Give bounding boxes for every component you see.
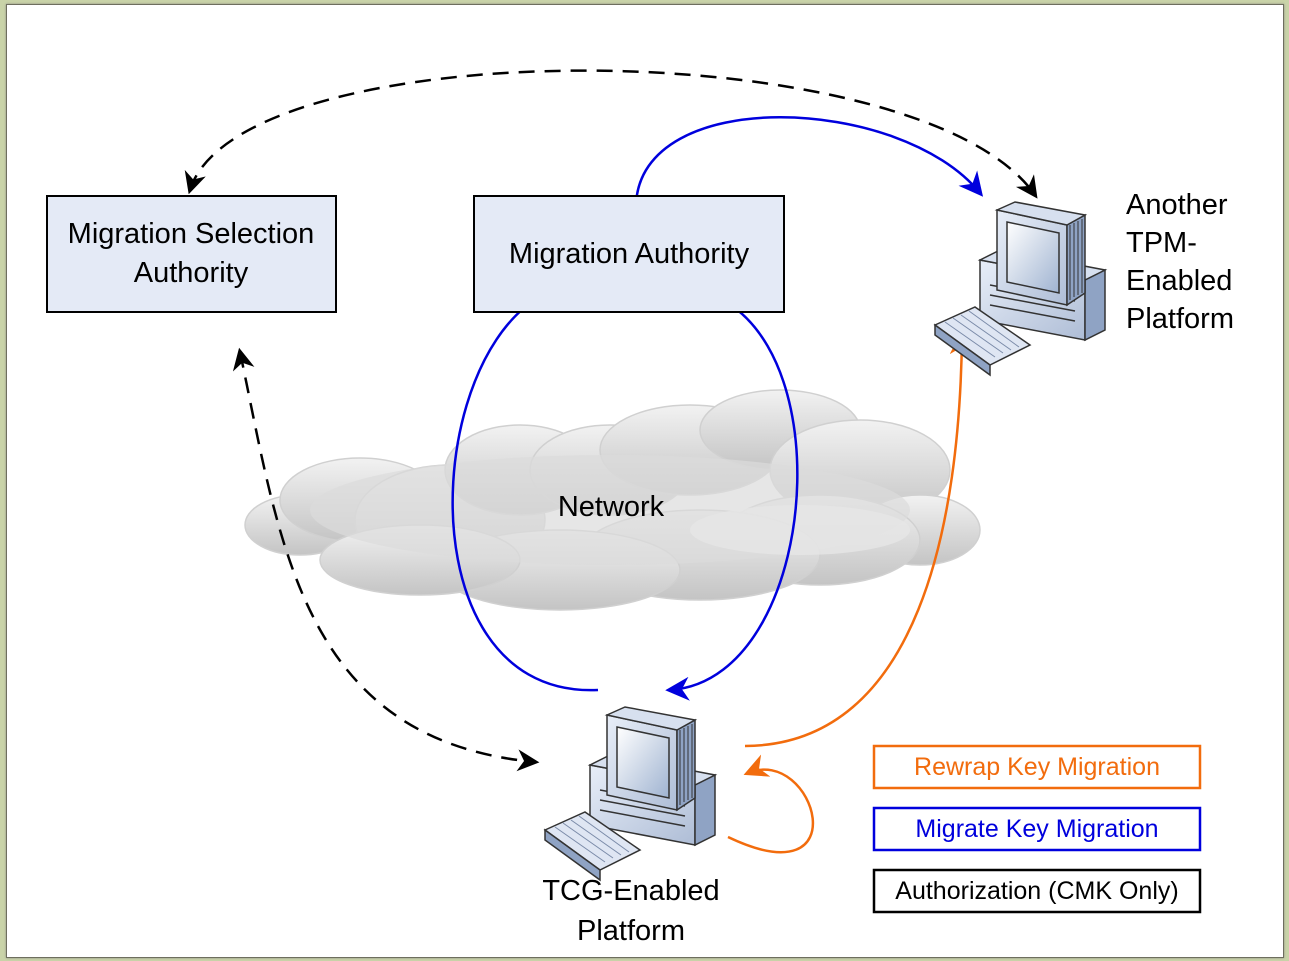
- another-platform-label-line1: Another: [1126, 189, 1228, 221]
- ma-label: Migration Authority: [509, 238, 750, 270]
- rewrap-arrow-tcg-to-another: [744, 330, 974, 748]
- another-platform-computer-icon: [933, 201, 1108, 377]
- rewrap-arrow-self-loop: [727, 754, 815, 854]
- migration-selection-authority-node: Migration Selection Authority: [46, 195, 337, 313]
- another-platform-label-line3: Enabled: [1126, 265, 1232, 297]
- migrate-arrow-ma-to-another: [634, 116, 984, 206]
- authorization-arrow-msa-to-tcg: [232, 347, 540, 772]
- network-label: Network: [558, 491, 665, 523]
- legend: Rewrap Key Migration Migrate Key Migrati…: [872, 744, 1202, 914]
- legend-migrate-label: Migrate Key Migration: [915, 815, 1158, 843]
- authorization-arrow-msa-to-another: [184, 69, 1038, 199]
- legend-authorization-label: Authorization (CMK Only): [895, 877, 1178, 905]
- legend-item-rewrap: Rewrap Key Migration: [872, 744, 1202, 790]
- tcg-platform-computer-icon: [543, 706, 718, 882]
- legend-item-authorization: Authorization (CMK Only): [872, 868, 1202, 914]
- another-platform-label-line2: TPM-: [1126, 227, 1197, 259]
- migration-authority-node: Migration Authority: [473, 195, 785, 313]
- msa-label-line1: Migration Selection: [68, 218, 315, 250]
- legend-rewrap-label: Rewrap Key Migration: [914, 753, 1160, 781]
- legend-item-migrate: Migrate Key Migration: [872, 806, 1202, 852]
- another-platform-label-line4: Platform: [1126, 303, 1234, 335]
- tcg-platform-label-line1: TCG-Enabled: [542, 875, 719, 907]
- tcg-platform-label-line2: Platform: [577, 915, 685, 947]
- msa-label-line2: Authority: [134, 257, 249, 289]
